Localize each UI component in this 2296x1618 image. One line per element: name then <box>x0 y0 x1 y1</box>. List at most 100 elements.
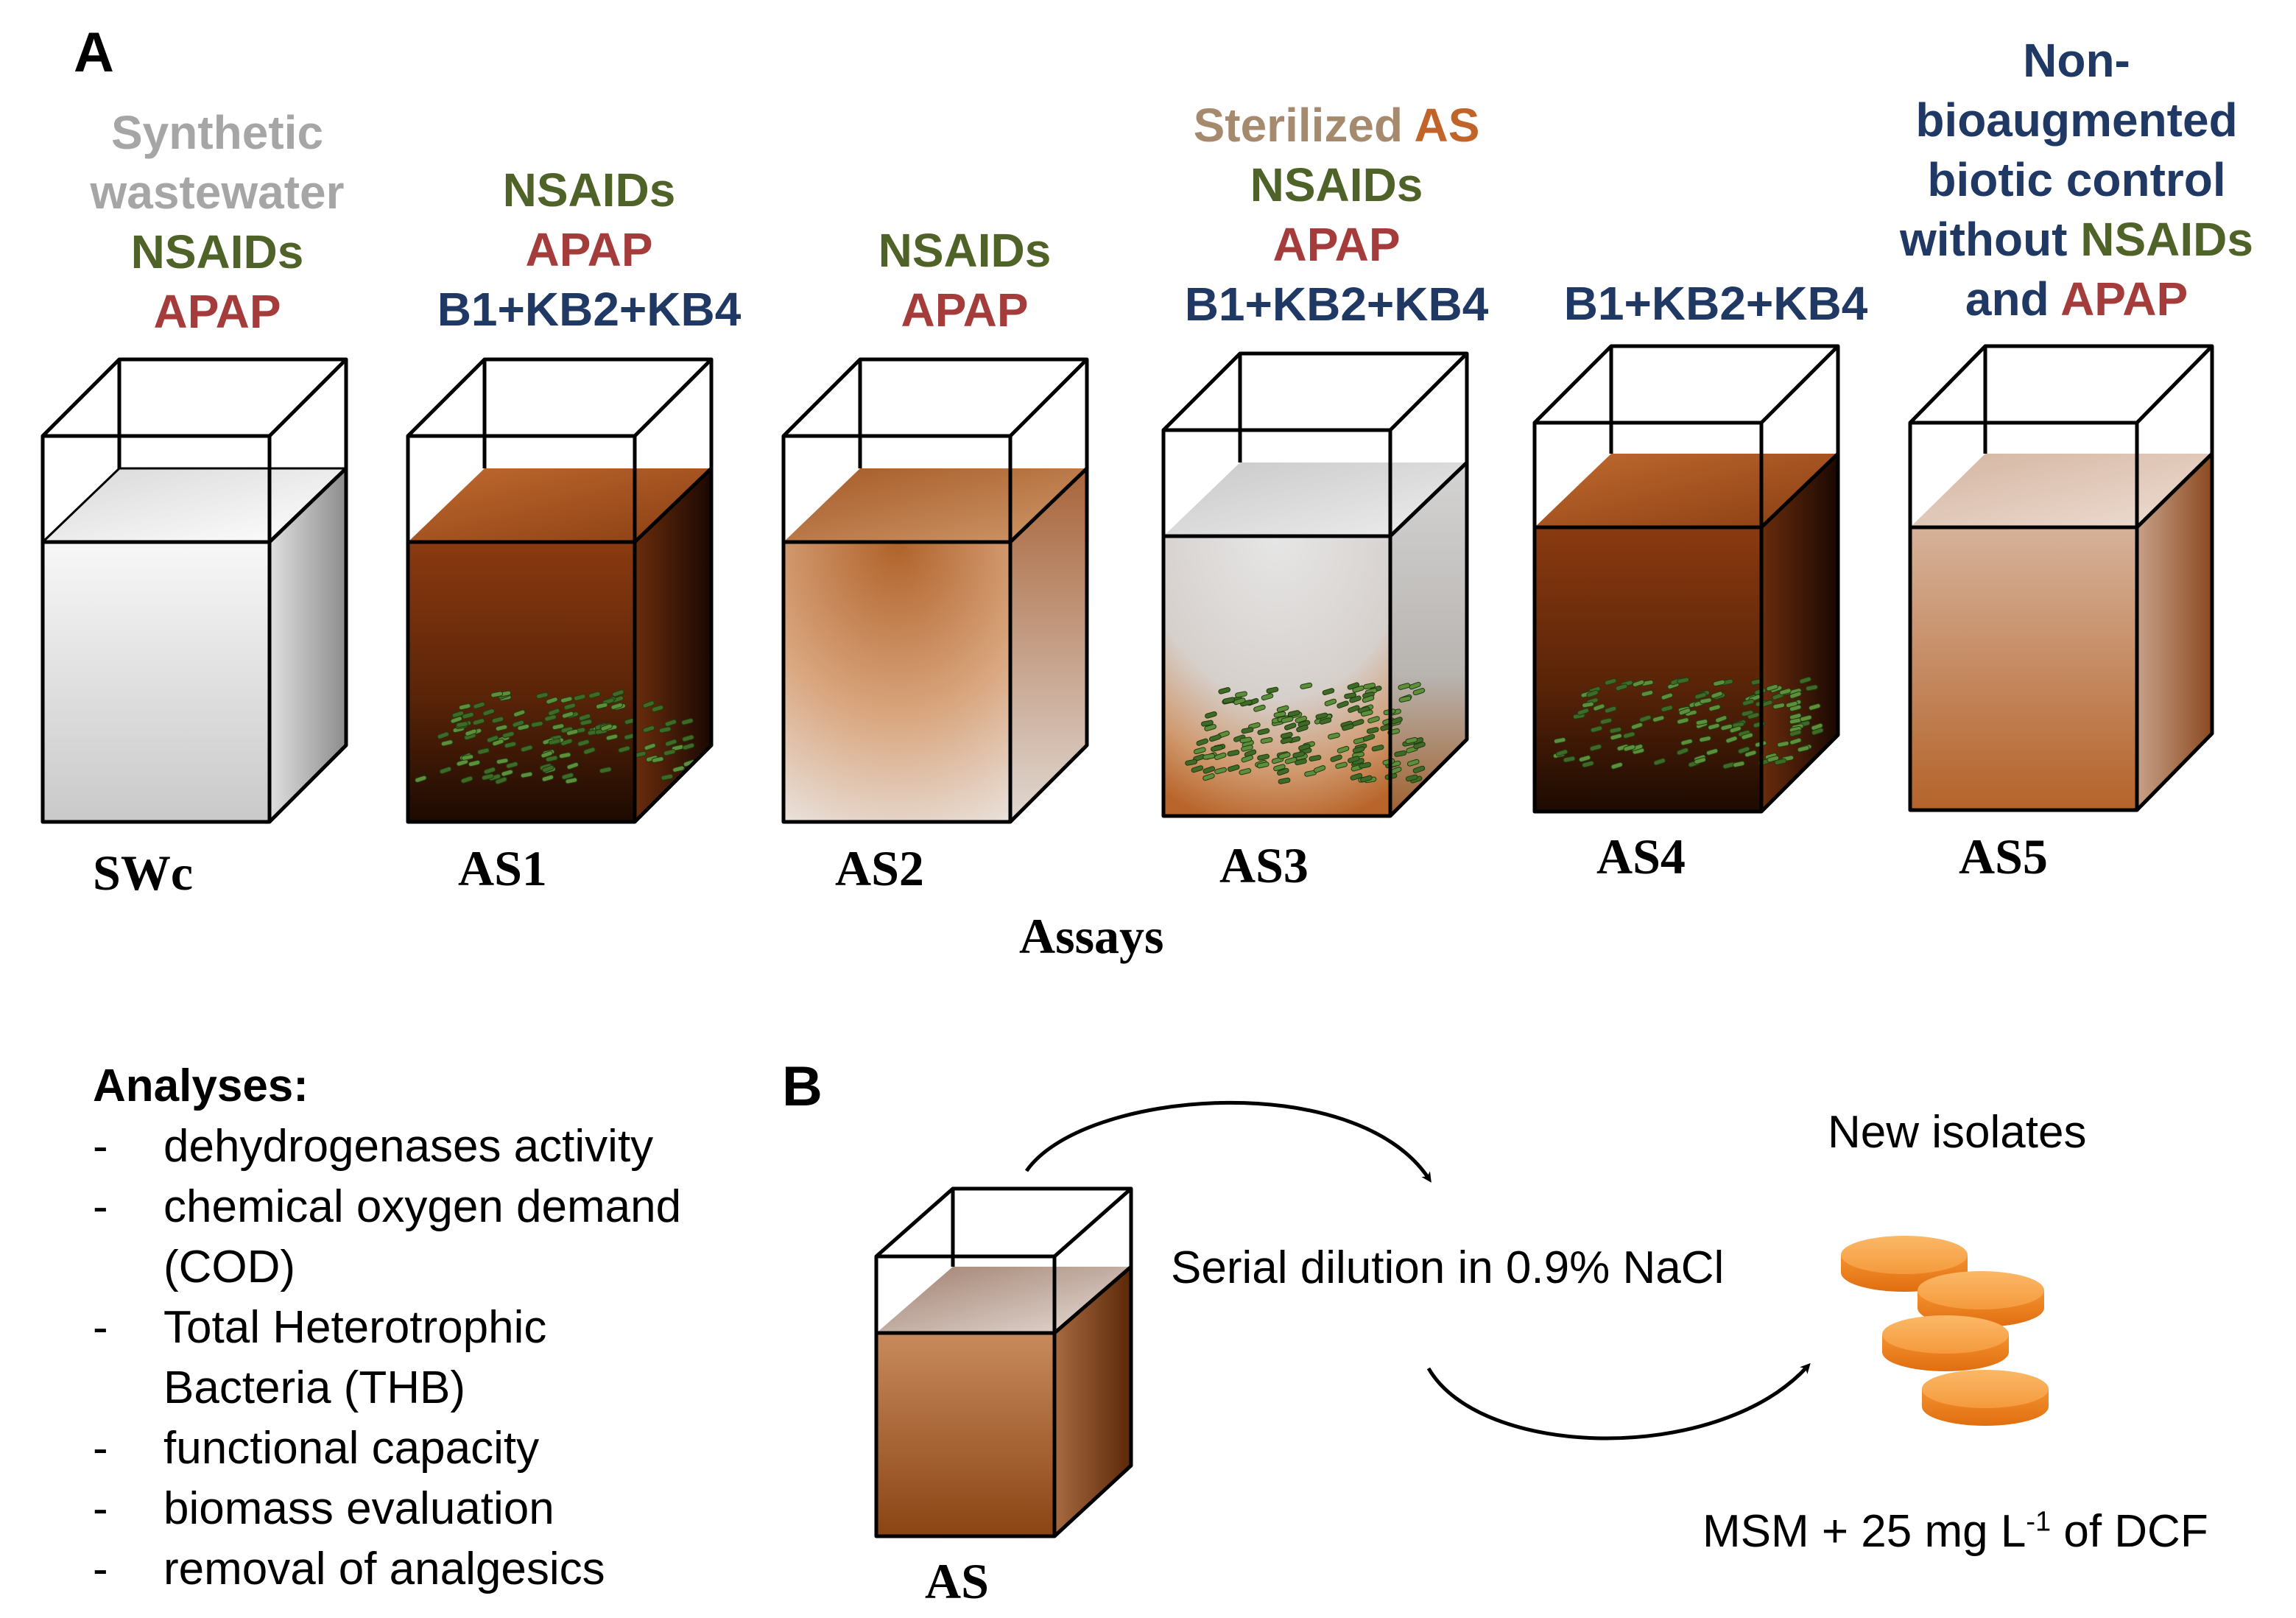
bacterium <box>1747 712 1760 720</box>
as5-without: without <box>1900 213 2068 266</box>
bacterium <box>682 734 694 742</box>
bacterium <box>566 761 579 770</box>
bacterium <box>456 721 469 728</box>
bacterium <box>651 756 664 763</box>
bacterium <box>1296 725 1309 733</box>
panel-b-label: B <box>782 1055 823 1118</box>
bacterium <box>1705 748 1719 756</box>
medium-superscript: -1 <box>2026 1506 2052 1538</box>
asb-liquid-front <box>876 1333 1054 1536</box>
as2-liquid-side <box>1010 468 1087 822</box>
bacterium <box>1218 687 1231 694</box>
bacterium <box>439 766 452 775</box>
medium-text-end: of DCF <box>2051 1506 2208 1557</box>
bacterium <box>560 696 573 703</box>
bacterium <box>1214 767 1227 775</box>
bacterium <box>1610 761 1624 770</box>
bacterium <box>1241 745 1253 752</box>
bacterium <box>1359 761 1372 769</box>
disc-3 <box>1882 1315 2009 1371</box>
bacterium <box>681 718 694 725</box>
bacterium <box>1196 738 1208 746</box>
bacterium <box>1394 750 1407 757</box>
swc-liquid-front <box>43 542 270 822</box>
bacterium <box>495 724 508 731</box>
bacterium <box>1676 748 1689 756</box>
bacterium <box>1191 765 1204 773</box>
bacterium <box>1563 756 1576 763</box>
bacterium <box>561 773 574 780</box>
as2-line-1: NSAIDs <box>878 224 1052 277</box>
bacterium <box>642 700 655 708</box>
bacterium <box>1809 703 1821 711</box>
bacterium <box>451 710 465 718</box>
bacterium <box>1284 722 1297 731</box>
assays-label: Assays <box>1019 908 1164 964</box>
bacterium <box>465 728 477 736</box>
bacterium <box>540 750 553 759</box>
analyses-block: Analyses: - dehydrogenases activity - ch… <box>93 1056 681 1600</box>
bacterium <box>546 697 558 705</box>
bacterium <box>618 745 630 753</box>
bacterium <box>1202 773 1215 781</box>
bacterium <box>560 738 573 746</box>
bacterium <box>1641 689 1654 697</box>
bacterium <box>1777 740 1789 748</box>
bacterium <box>1214 752 1227 760</box>
bacterium <box>1789 737 1802 745</box>
bacterium <box>1708 704 1721 712</box>
bacterium <box>495 776 507 785</box>
bacterium <box>1202 766 1216 774</box>
as3-line-1: Sterilized AS <box>1156 96 1517 155</box>
bacterium <box>461 754 474 761</box>
bacterium <box>492 739 504 747</box>
bacterium <box>501 769 514 777</box>
as5-liquid-side <box>2137 454 2212 810</box>
panel-a-label: A <box>74 21 114 84</box>
as3-sterilized: Sterilized <box>1193 99 1404 152</box>
bacterium <box>651 705 664 712</box>
bacterium <box>1300 682 1313 689</box>
bacterium <box>1623 731 1635 739</box>
bacterium <box>1811 722 1823 731</box>
bacterium <box>578 713 591 721</box>
bacterium <box>1412 765 1426 773</box>
bacterium <box>1708 722 1720 731</box>
bacterium <box>1319 717 1332 725</box>
bacterium <box>1678 708 1691 716</box>
bacterium <box>1330 754 1342 762</box>
bacterium <box>1729 725 1742 734</box>
bacterium <box>1362 734 1376 742</box>
bacterium <box>1298 743 1311 751</box>
label-as5: AS5 <box>1959 829 2048 884</box>
bacterium <box>1694 692 1707 700</box>
asb-liquid-side <box>1054 1267 1131 1536</box>
swc-annotation: Synthetic wastewater NSAIDs APAP <box>44 103 390 342</box>
bacterium <box>1371 745 1384 752</box>
bacterium <box>552 723 565 731</box>
bacterium <box>664 719 677 727</box>
bacterium <box>483 767 496 775</box>
bacterium <box>1281 716 1294 723</box>
bacterium <box>1185 759 1198 766</box>
bacterium <box>1292 751 1306 759</box>
bacterium <box>1772 703 1786 710</box>
bacterium <box>595 702 608 709</box>
arrow-dilution-bottom <box>1426 1362 1811 1441</box>
bacterium <box>450 716 462 724</box>
asb-liquid-top <box>876 1267 1131 1333</box>
as3-line-3: APAP <box>1272 218 1401 271</box>
bacterium <box>661 773 674 781</box>
bacterium <box>1349 695 1362 703</box>
as3-line-4: B1+KB2+KB4 <box>1184 278 1489 331</box>
bacterium <box>1700 697 1712 705</box>
as5-line-5: and APAP <box>1870 270 2283 329</box>
bacterium <box>1295 715 1308 723</box>
bacterium <box>1553 737 1566 744</box>
bacterium <box>486 735 499 743</box>
as5-line-1: Non- <box>2023 34 2130 87</box>
bacterium <box>1315 712 1328 720</box>
bacterium <box>610 702 623 710</box>
as3-line-2: NSAIDs <box>1250 158 1423 211</box>
